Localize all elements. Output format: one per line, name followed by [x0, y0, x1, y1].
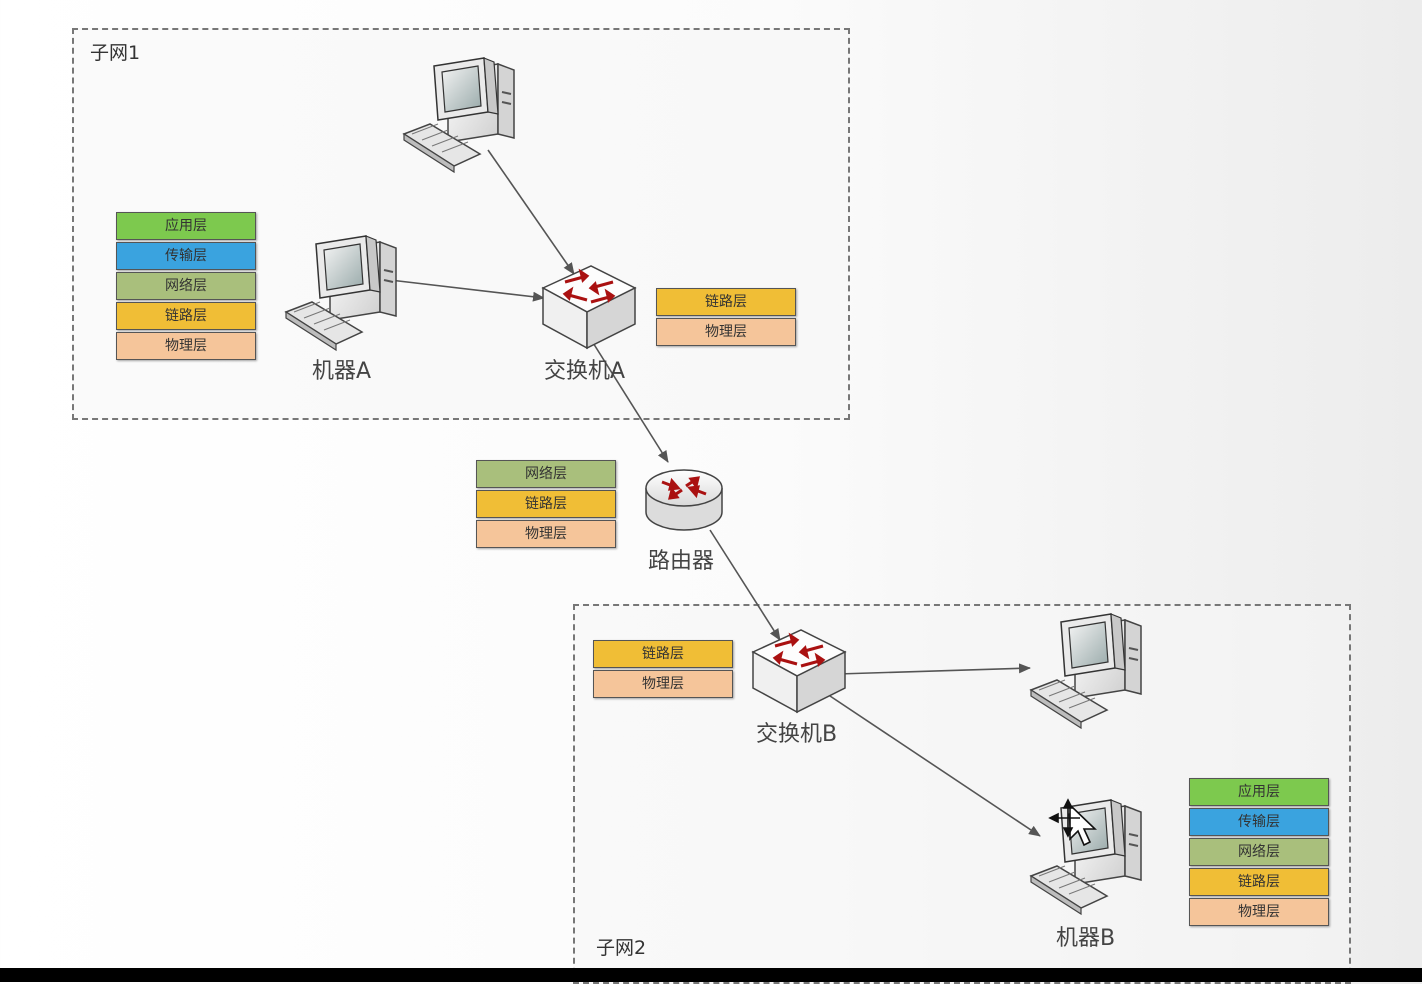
layer-physical: 物理层 [1189, 898, 1329, 926]
top-computer-icon [403, 57, 515, 173]
subnet-1-label: 子网1 [90, 42, 141, 64]
link-machine-a-to-switch-a [389, 279, 545, 302]
machine-a-label: 机器A [312, 359, 372, 384]
machine-b-label: 机器B [1056, 926, 1116, 951]
layer-physical: 物理层 [476, 520, 616, 548]
router-icon [644, 468, 724, 532]
layer-link: 链路层 [1189, 868, 1329, 896]
machine-a-computer-icon [285, 235, 397, 351]
link-switch-b-to-right-pc [837, 663, 1031, 675]
move-cursor-icon [1048, 798, 1080, 838]
right-computer-icon [1030, 613, 1142, 729]
layer-physical: 物理层 [116, 332, 256, 360]
machine-b-layer-stack: 应用层 传输层 网络层 链路层 物理层 [1189, 778, 1329, 928]
layer-link: 链路层 [476, 490, 616, 518]
layer-link: 链路层 [656, 288, 796, 316]
switch-b-label: 交换机B [756, 722, 838, 747]
bottom-black-bar [0, 968, 1422, 982]
layer-link: 链路层 [593, 640, 733, 668]
switch-b-icon [751, 628, 847, 714]
link-top-pc-to-switch-a [487, 149, 575, 275]
machine-a-layer-stack: 应用层 传输层 网络层 链路层 物理层 [116, 212, 256, 362]
layer-application: 应用层 [116, 212, 256, 240]
layer-network: 网络层 [116, 272, 256, 300]
layer-network: 网络层 [1189, 838, 1329, 866]
switch-a-layer-stack: 链路层 物理层 [656, 288, 796, 348]
link-switch-a-to-router [589, 337, 669, 463]
link-switch-b-to-machine-b [829, 695, 1041, 837]
subnet-2-label: 子网2 [596, 937, 647, 959]
layer-link: 链路层 [116, 302, 256, 330]
layer-application: 应用层 [1189, 778, 1329, 806]
layer-physical: 物理层 [656, 318, 796, 346]
router-layer-stack: 网络层 链路层 物理层 [476, 460, 616, 550]
link-router-to-switch-b [709, 529, 781, 641]
layer-network: 网络层 [476, 460, 616, 488]
layer-transport: 传输层 [116, 242, 256, 270]
layer-physical: 物理层 [593, 670, 733, 698]
switch-a-label: 交换机A [544, 359, 626, 384]
machine-b-computer-icon [1030, 799, 1142, 915]
cursor-icon [1069, 803, 1097, 847]
layer-transport: 传输层 [1189, 808, 1329, 836]
switch-a-icon [541, 264, 637, 350]
switch-b-layer-stack: 链路层 物理层 [593, 640, 733, 700]
router-label: 路由器 [648, 549, 715, 574]
